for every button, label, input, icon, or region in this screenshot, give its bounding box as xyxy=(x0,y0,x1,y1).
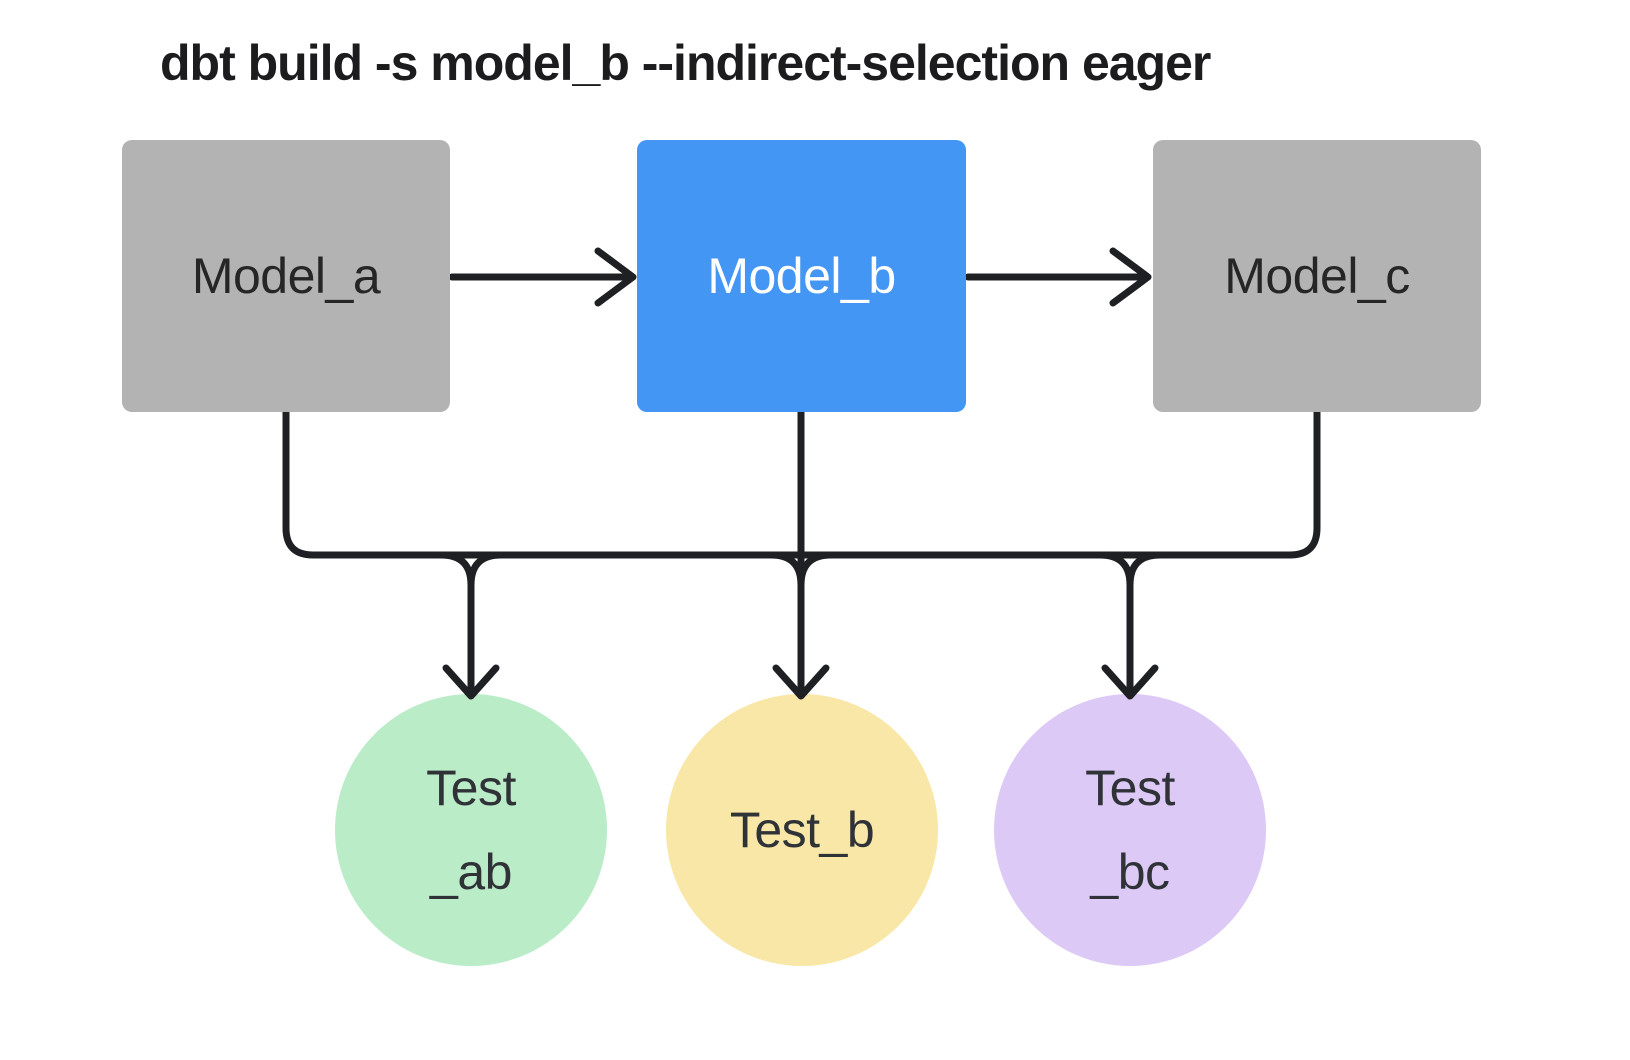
node-test-ab-label: Test _ab xyxy=(426,760,516,900)
node-test-bc-label: Test _bc xyxy=(1085,760,1175,900)
junction-test-b xyxy=(767,551,835,589)
node-model-a: Model_a xyxy=(122,140,450,412)
node-model-a-label: Model_a xyxy=(191,248,381,304)
node-test-b: Test_b xyxy=(666,694,938,966)
junction-test-bc xyxy=(1096,551,1164,692)
arrowhead-test-bc-icon xyxy=(1101,664,1159,700)
edge-model-a-to-model-b-arrowhead-icon xyxy=(594,247,637,307)
edges xyxy=(282,247,1321,700)
arrowhead-test-b-icon xyxy=(772,664,830,700)
arrowhead-test-ab-icon xyxy=(442,664,500,700)
node-test-bc: Test _bc xyxy=(994,694,1266,966)
node-model-b-label: Model_b xyxy=(707,248,896,304)
node-model-c-label: Model_c xyxy=(1224,248,1410,304)
diagram-title: dbt build -s model_b --indirect-selectio… xyxy=(160,35,1211,91)
node-test-ab: Test _ab xyxy=(335,694,607,966)
node-model-b: Model_b xyxy=(637,140,966,412)
edge-model-b-to-model-c-arrowhead-icon xyxy=(1109,247,1152,307)
node-test-b-label: Test_b xyxy=(729,802,875,858)
node-model-c: Model_c xyxy=(1153,140,1481,412)
junction-test-ab xyxy=(437,551,505,692)
